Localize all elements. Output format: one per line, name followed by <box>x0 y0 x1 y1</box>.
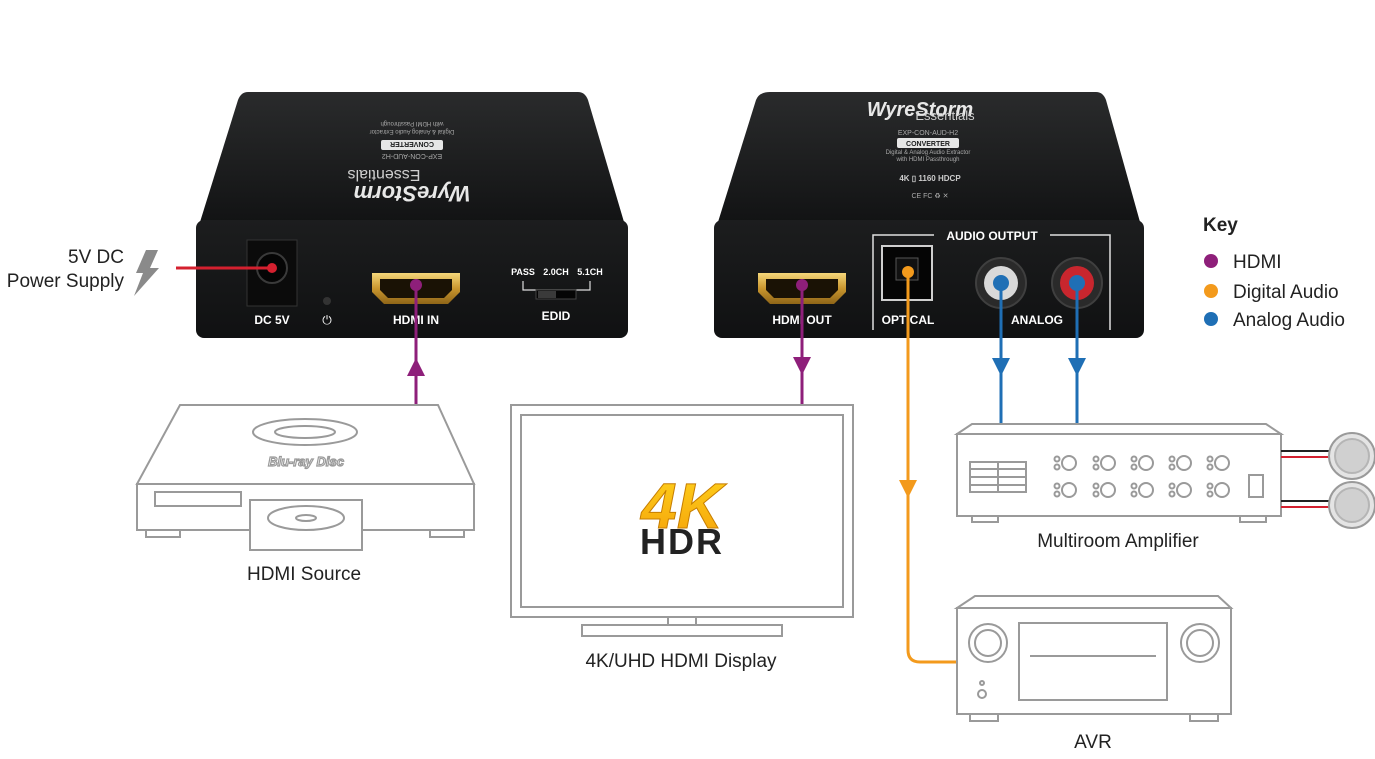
edid-51-label: 5.1CH <box>577 267 603 277</box>
desc1-text: Digital & Analog Audio Extractor <box>886 150 971 156</box>
power-supply: 5V DC Power Supply <box>7 247 268 296</box>
hdmi-out-arrow <box>793 357 811 375</box>
analog-label: ANALOG <box>1011 313 1063 327</box>
disc-tray <box>249 499 363 551</box>
amp-vent-grille <box>969 461 1027 493</box>
amp-knob <box>1092 455 1116 471</box>
amp-knob <box>1053 455 1077 471</box>
bluray-logo-text: Blu-ray Disc <box>268 454 345 469</box>
extractor-input-unit: WyreStorm Essentials EXP-CON-AUD-H2 CONV… <box>196 92 628 338</box>
amp-knobs <box>1053 455 1230 498</box>
connections <box>407 272 1086 664</box>
audio-output-label: AUDIO OUTPUT <box>946 229 1038 243</box>
model-text: EXP-CON-AUD-H2 <box>898 130 958 137</box>
edid-20-label: 2.0CH <box>543 267 569 277</box>
amplifier-label: Multiroom Amplifier <box>1037 531 1199 552</box>
badge-text: CONVERTER <box>390 140 434 147</box>
power-led <box>323 297 331 305</box>
optical-arrow <box>899 480 917 498</box>
power-label-line2: Power Supply <box>7 271 125 292</box>
amp-knob <box>1130 482 1154 498</box>
display-label: 4K/UHD HDMI Display <box>585 651 777 672</box>
legend-title: Key <box>1203 215 1238 236</box>
legend-digital-swatch <box>1204 284 1218 298</box>
hdmi-source-label: HDMI Source <box>247 564 361 585</box>
avr-display <box>1018 622 1168 701</box>
display-screen <box>520 414 844 608</box>
dc-port-label: DC 5V <box>254 313 289 327</box>
hdmi-source-device: Blu-ray Disc <box>135 404 476 551</box>
amp-display <box>1248 474 1264 498</box>
desc1-text: Digital & Analog Audio Extractor <box>370 128 455 134</box>
legend-hdmi-swatch <box>1204 254 1218 268</box>
legend-hdmi-label: HDMI <box>1233 252 1282 273</box>
legend-analog-swatch <box>1204 312 1218 326</box>
badge-bg <box>381 140 443 150</box>
edid-pass-label: PASS <box>511 267 535 277</box>
display-4k-text: 4K <box>639 470 728 542</box>
amp-knob <box>1053 482 1077 498</box>
amp-knob <box>1168 482 1192 498</box>
brand-text: WyreStorm <box>867 99 973 121</box>
edid-switch-knob <box>538 291 556 298</box>
compliance-logos: CE FC ♻ ✕ <box>911 193 948 200</box>
legend: Key HDMI Digital Audio Analog Audio <box>1203 215 1345 331</box>
badge-bg <box>897 138 959 148</box>
amp-knob <box>1130 455 1154 471</box>
model-text: EXP-CON-AUD-H2 <box>382 152 442 159</box>
power-icon: ⏻ <box>322 313 332 327</box>
brand-sub-text: Essentials <box>915 108 975 123</box>
badge-text: CONVERTER <box>906 141 950 148</box>
optical-cable <box>906 272 957 664</box>
amp-knob <box>1206 455 1230 471</box>
avr-device <box>953 595 1234 722</box>
brand-text: WyreStorm <box>354 181 471 206</box>
audio-output-bracket <box>872 234 1111 330</box>
cert-logos: 4K ▯ 1160 HDCP <box>899 174 961 183</box>
extractor-output-top-label: WyreStorm Essentials EXP-CON-AUD-H2 CONV… <box>867 99 975 200</box>
extractor-output-unit: WyreStorm Essentials EXP-CON-AUD-H2 CONV… <box>714 92 1144 338</box>
brand-sub-text: Essentials <box>348 166 421 183</box>
extractor-input-top-label: WyreStorm Essentials EXP-CON-AUD-H2 CONV… <box>348 120 471 206</box>
display-hdr-text: HDR <box>640 521 724 562</box>
analog-right-arrow <box>1068 358 1086 376</box>
power-label-line1: 5V DC <box>68 247 124 268</box>
legend-analog-label: Analog Audio <box>1233 310 1345 331</box>
desc2-text: with HDMI Passthrough <box>895 157 959 163</box>
display-device: 4K HDR <box>510 404 854 637</box>
amp-knob <box>1168 455 1192 471</box>
amplifier-device <box>953 423 1375 529</box>
dc-jack-pin <box>267 263 277 273</box>
edid-label: EDID <box>542 309 571 323</box>
disc-slot <box>154 491 242 507</box>
hdmi-in-arrow <box>407 358 425 376</box>
lightning-icon <box>134 250 159 296</box>
analog-left-arrow <box>992 358 1010 376</box>
bluray-logo-icon <box>252 418 358 446</box>
avr-label: AVR <box>1074 732 1112 753</box>
avr-power-button <box>977 689 987 699</box>
amp-knob <box>1206 482 1230 498</box>
disc <box>267 505 345 531</box>
desc2-text: with HDMI Passthrough <box>380 120 444 126</box>
legend-digital-label: Digital Audio <box>1233 282 1339 303</box>
amp-knob <box>1092 482 1116 498</box>
